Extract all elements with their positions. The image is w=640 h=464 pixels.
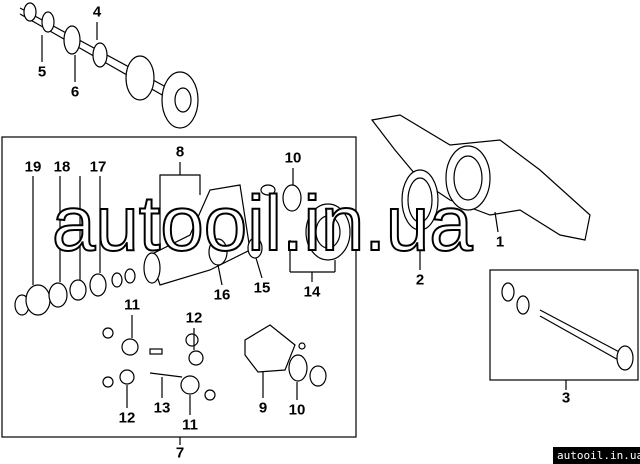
axle-shaft-assembly bbox=[19, 2, 199, 129]
callout-4: 4 bbox=[92, 3, 102, 21]
callout-9: 9 bbox=[258, 399, 268, 417]
callout-17: 17 bbox=[89, 158, 107, 176]
callout-6: 6 bbox=[70, 83, 80, 101]
callout-12: 12 bbox=[185, 309, 203, 327]
callout-13: 13 bbox=[153, 399, 171, 417]
callout-7: 7 bbox=[175, 444, 185, 462]
callout-8: 8 bbox=[175, 143, 185, 161]
callout-5: 5 bbox=[37, 63, 47, 81]
callout-18: 18 bbox=[53, 158, 71, 176]
site-badge: autooil.in.ua bbox=[553, 447, 640, 464]
callout-2: 2 bbox=[415, 271, 425, 289]
callout-12-lower: 12 bbox=[118, 409, 136, 427]
callout-1: 1 bbox=[495, 233, 505, 251]
differential-box bbox=[1, 136, 357, 438]
callout-16: 16 bbox=[213, 286, 231, 304]
axle-shaft-box bbox=[489, 269, 639, 381]
leader-lines bbox=[32, 22, 567, 445]
callout-10: 10 bbox=[284, 149, 302, 167]
callout-19: 19 bbox=[24, 158, 42, 176]
callout-15: 15 bbox=[253, 279, 271, 297]
callout-11: 11 bbox=[124, 296, 140, 314]
axle-housing bbox=[370, 114, 591, 241]
callout-11-lower: 11 bbox=[182, 416, 198, 434]
callout-3: 3 bbox=[561, 389, 571, 407]
callout-14: 14 bbox=[303, 283, 321, 301]
watermark: autooil.in.ua bbox=[51, 179, 474, 267]
callout-10-lower: 10 bbox=[288, 401, 306, 419]
